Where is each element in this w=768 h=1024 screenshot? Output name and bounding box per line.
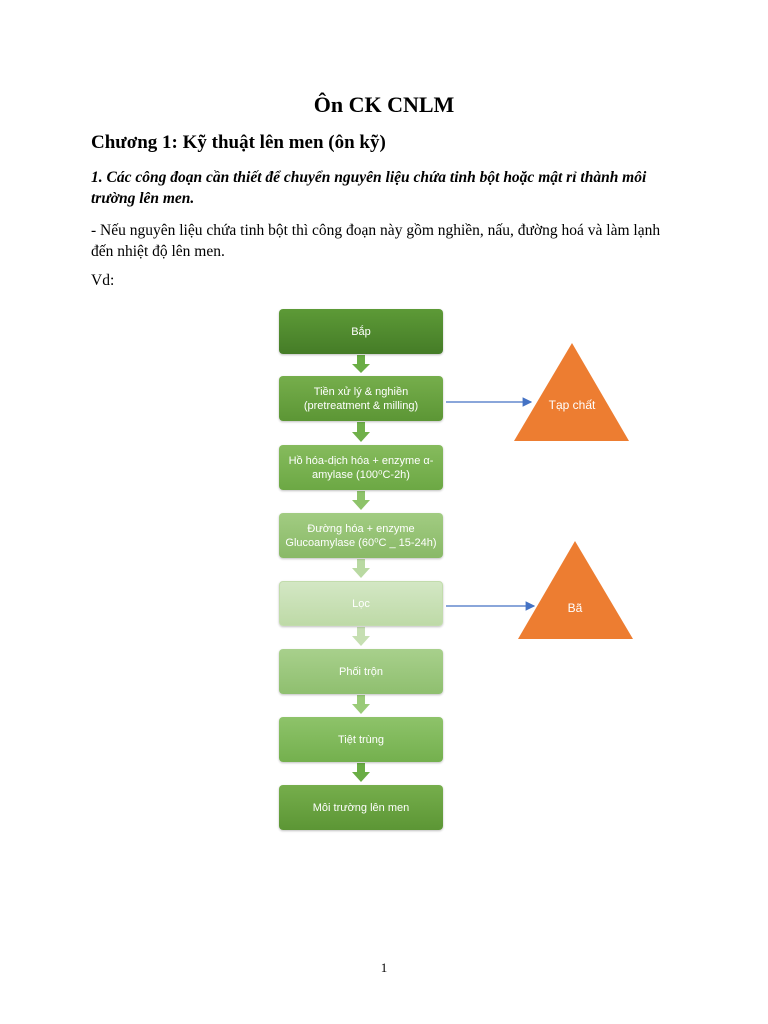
- flow-step-4: Đường hóa + enzyme Glucoamylase (60⁰C _ …: [279, 513, 443, 558]
- byproduct-triangle-1: [514, 343, 629, 441]
- flow-step-1: Bắp: [279, 309, 443, 354]
- flow-step-5: Lọc: [279, 581, 443, 626]
- byproduct-label-2: Bã: [567, 601, 583, 615]
- flow-step-2: Tiền xử lý & nghiền (pretreatment & mill…: [279, 376, 443, 421]
- flow-step-label: Bắp: [351, 325, 371, 338]
- flow-step-label: Đường hóa + enzyme Glucoamylase (60⁰C _ …: [285, 522, 437, 549]
- flow-step-label: Lọc: [352, 597, 370, 610]
- question-heading: 1. Các công đoạn cần thiết để chuyển ngu…: [91, 169, 647, 207]
- byproduct-label-1: Tạp chất: [548, 398, 596, 412]
- flow-step-8: Môi trường lên men: [279, 785, 443, 830]
- flow-step-label: Hồ hóa-dịch hóa + enzyme α-amylase (100⁰…: [288, 454, 434, 481]
- down-arrow-2: [352, 422, 370, 442]
- example-label: Vd:: [91, 272, 115, 289]
- flow-step-7: Tiệt trùng: [279, 717, 443, 762]
- down-arrow-4: [352, 559, 370, 578]
- flow-step-label: Môi trường lên men: [312, 801, 410, 814]
- down-arrow-7: [352, 763, 370, 782]
- down-arrow-3: [352, 491, 370, 510]
- byproduct-triangle-2: [518, 541, 633, 639]
- page-number: 1: [380, 960, 388, 975]
- down-arrow-6: [352, 695, 370, 714]
- down-arrow-1: [352, 355, 370, 373]
- down-arrow-5: [352, 627, 370, 646]
- flow-step-label: Tiệt trùng: [337, 733, 385, 746]
- body-paragraph: - Nếu nguyên liệu chứa tinh bột thì công…: [91, 222, 661, 260]
- flow-step-6: Phối trộn: [279, 649, 443, 694]
- page-title: Ôn CK CNLM: [313, 92, 455, 117]
- chapter-heading: Chương 1: Kỹ thuật lên men (ôn kỹ): [91, 132, 386, 153]
- flow-step-3: Hồ hóa-dịch hóa + enzyme α-amylase (100⁰…: [279, 445, 443, 490]
- flow-step-label: Phối trộn: [338, 665, 384, 678]
- flow-step-label: Tiền xử lý & nghiền (pretreatment & mill…: [303, 385, 419, 412]
